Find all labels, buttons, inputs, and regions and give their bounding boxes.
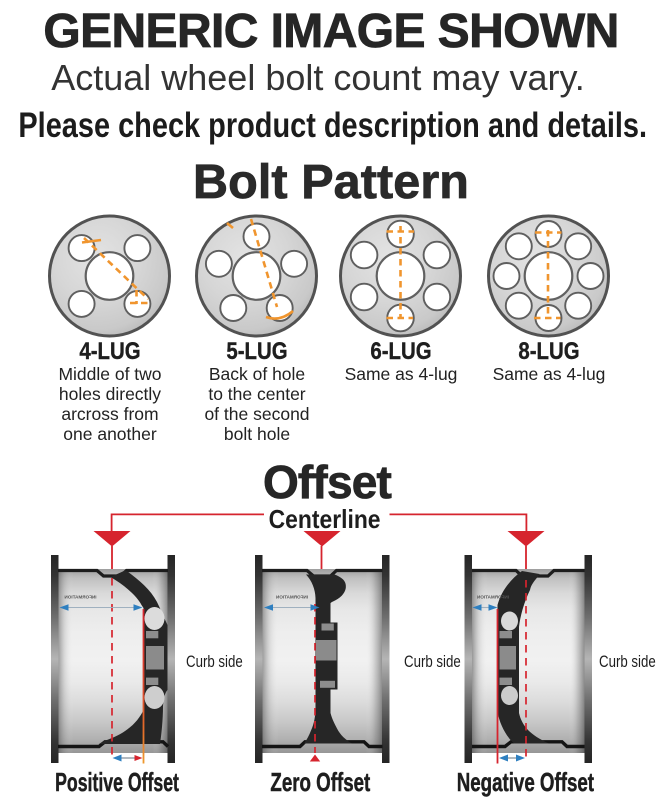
svg-text:INFORMATION: INFORMATION	[64, 595, 97, 600]
svg-text:INFORMATION: INFORMATION	[476, 595, 509, 600]
svg-text:INFORMATION: INFORMATION	[275, 595, 308, 600]
